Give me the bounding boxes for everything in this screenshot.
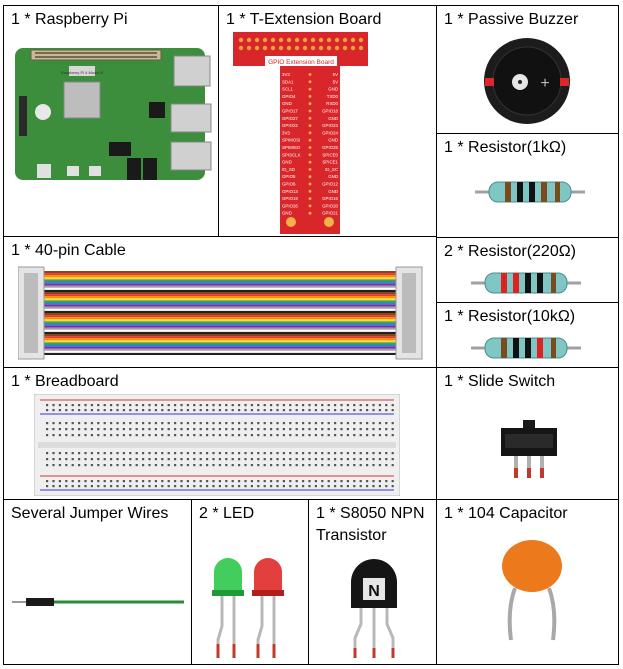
label-capacitor: 1 * 104 Capacitor (444, 505, 568, 522)
pin-label-right: SPICE1 (322, 160, 338, 165)
transistor-image: N (351, 559, 397, 658)
pin-label-right: RXD0 (326, 101, 338, 106)
cell-resistor-220: 2 * Resistor(220Ω) (436, 237, 619, 303)
pin-label-left: ID_SD (282, 167, 295, 172)
pin-label-right: GND (328, 189, 338, 194)
component-table: 1 * Raspberry Pi Raspberry Pi 4 Model B … (3, 5, 619, 665)
passive-buzzer-image: + (484, 38, 570, 124)
pin-label-left: GND (282, 101, 292, 106)
label-breadboard: 1 * Breadboard (11, 373, 119, 390)
pin-label-right: GND (328, 87, 338, 92)
svg-text:+: + (540, 75, 549, 92)
pin-label-right: GND (328, 116, 338, 121)
pin-label-right: GPIO25 (322, 145, 338, 150)
40pin-cable-image (18, 266, 423, 360)
pin-label-left: GPIO4 (282, 94, 296, 99)
label-resistor-10k: 1 * Resistor(10kΩ) (444, 308, 576, 325)
resistor-1k-image (475, 181, 585, 203)
pin-label-left: SPIMISO (282, 145, 301, 150)
cell-raspberry-pi: 1 * Raspberry Pi Raspberry Pi 4 Model B (3, 5, 219, 237)
cell-passive-buzzer: 1 * Passive Buzzer + (436, 5, 619, 134)
label-t-extension-board: 1 * T-Extension Board (226, 11, 382, 28)
pi-chip-text: Raspberry Pi 4 Model B (61, 70, 104, 75)
pin-label-left: GPIO5 (282, 174, 296, 179)
pin-label-right: SPICE0 (322, 152, 338, 157)
pin-label-left: SPIMOSI (282, 138, 300, 143)
pin-label-left: SDA1 (282, 79, 294, 84)
label-slide-switch: 1 * Slide Switch (444, 373, 556, 390)
pin-label-right: GND (328, 138, 338, 143)
cell-t-extension-board: 1 * T-Extension Board GPIO Extension Boa… (218, 5, 437, 237)
cell-led: 2 * LED (191, 499, 309, 665)
pin-label-left: GPIO26 (282, 203, 298, 208)
label-raspberry-pi: 1 * Raspberry Pi (11, 11, 128, 28)
slide-switch-image (501, 420, 557, 478)
pin-label-left: GPIO19 (282, 196, 298, 201)
label-40pin-cable: 1 * 40-pin Cable (11, 242, 126, 259)
pin-label-right: GPIO18 (322, 109, 338, 114)
label-passive-buzzer: 1 * Passive Buzzer (444, 11, 579, 28)
jumper-wire-image (12, 598, 184, 606)
pin-label-right: GPIO12 (322, 182, 338, 187)
pin-label-left: GPIO6 (282, 182, 296, 187)
cell-breadboard: 1 * Breadboard (3, 367, 437, 500)
breadboard-image (34, 394, 400, 496)
pin-label-left: GPIO17 (282, 109, 298, 114)
cell-resistor-10k: 1 * Resistor(10kΩ) (436, 302, 619, 368)
pin-label-right: GPIO21 (322, 211, 338, 216)
pin-label-right: 5V (333, 72, 338, 77)
cell-40pin-cable: 1 * 40-pin Cable (3, 236, 437, 368)
cell-resistor-1k: 1 * Resistor(1kΩ) (436, 133, 619, 238)
pin-label-left: GPIO27 (282, 116, 298, 121)
pin-label-right: GND (328, 174, 338, 179)
pin-label-left: 3V3 (282, 130, 290, 135)
pin-label-right: GPIO16 (322, 196, 338, 201)
pin-label-left: SPISCLK (282, 152, 301, 157)
capacitor-image (502, 540, 562, 641)
led-image (212, 558, 284, 658)
pin-label-right: GPIO23 (322, 123, 338, 128)
resistor-10k-image (471, 337, 581, 359)
pin-label-right: 5V (333, 79, 338, 84)
cell-slide-switch: 1 * Slide Switch (436, 367, 619, 500)
cell-transistor: 1 * S8050 NPN Transistor N (308, 499, 437, 665)
gpio-header-text: GPIO Extension Board (268, 59, 334, 66)
transistor-mark: N (368, 583, 380, 600)
pin-label-left: GPIO13 (282, 189, 298, 194)
label-jumper-wires: Several Jumper Wires (11, 505, 169, 522)
raspberry-pi-image: Raspberry Pi 4 Model B (15, 48, 212, 180)
pin-label-left: GND (282, 211, 292, 216)
label-led: 2 * LED (199, 505, 255, 522)
pin-label-right: GPIO20 (322, 203, 338, 208)
pin-label-left: SCL1 (282, 87, 294, 92)
label-transistor: 1 * S8050 NPN Transistor (316, 505, 425, 544)
cell-jumper-wires: Several Jumper Wires (3, 499, 192, 665)
pin-label-left: GPIO22 (282, 123, 298, 128)
label-resistor-1k: 1 * Resistor(1kΩ) (444, 139, 567, 156)
label-resistor-220: 2 * Resistor(220Ω) (444, 243, 577, 260)
cell-capacitor: 1 * 104 Capacitor (436, 499, 619, 665)
resistor-220-image (471, 272, 581, 294)
pin-label-left: 3V3 (282, 72, 290, 77)
pin-label-right: ID_SC (325, 167, 338, 172)
pin-label-left: GND (282, 160, 292, 165)
pin-label-right: TXD0 (327, 94, 339, 99)
pin-label-right: GPIO24 (322, 130, 338, 135)
